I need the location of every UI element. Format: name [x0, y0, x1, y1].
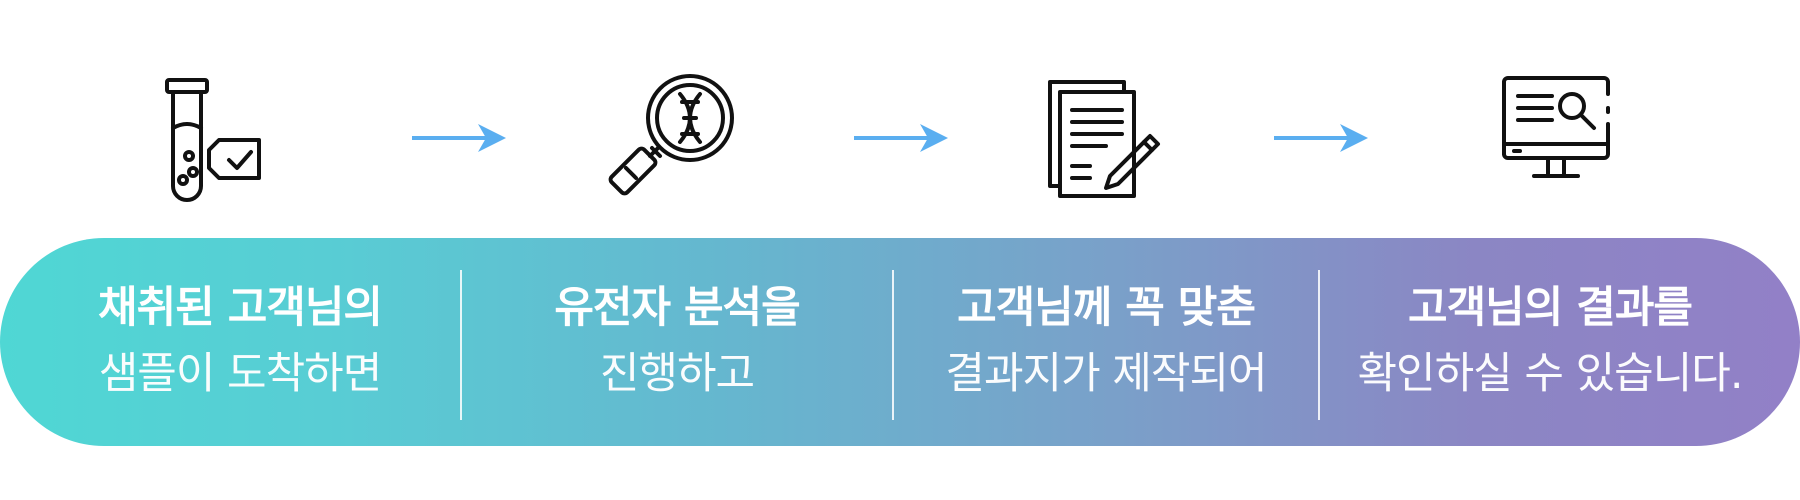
divider	[460, 270, 462, 420]
step-3-desc: 결과지가 제작되어	[945, 349, 1267, 399]
divider	[892, 270, 894, 420]
arrow-right-icon	[408, 120, 508, 156]
step-4-desc: 확인하실 수 있습니다.	[1357, 349, 1743, 399]
step-3: 고객님께 꼭 맞춘 결과지가 제작되어	[894, 238, 1318, 446]
process-band: 채취된 고객님의 샘플이 도착하면 유전자 분석을 진행하고 고객님께 꼭 맞춘…	[0, 238, 1800, 446]
divider	[1318, 270, 1320, 420]
step-4: 고객님의 결과를 확인하실 수 있습니다.	[1320, 238, 1780, 446]
monitor-search-icon	[1490, 68, 1630, 208]
step-1-title: 채취된 고객님의	[98, 283, 383, 333]
step-2: 유전자 분석을 진행하고	[462, 238, 892, 446]
document-pen-icon	[1032, 68, 1172, 208]
arrow-right-icon	[850, 120, 950, 156]
step-1: 채취된 고객님의 샘플이 도착하면	[20, 238, 460, 446]
step-3-title: 고객님께 꼭 맞춘	[957, 283, 1256, 333]
dna-magnifier-icon	[600, 68, 740, 208]
step-1-desc: 샘플이 도착하면	[98, 349, 383, 399]
step-2-title: 유전자 분석을	[554, 283, 800, 333]
step-2-desc: 진행하고	[599, 349, 755, 399]
arrow-right-icon	[1270, 120, 1370, 156]
step-4-title: 고객님의 결과를	[1408, 283, 1693, 333]
test-tube-check-icon	[145, 68, 285, 208]
